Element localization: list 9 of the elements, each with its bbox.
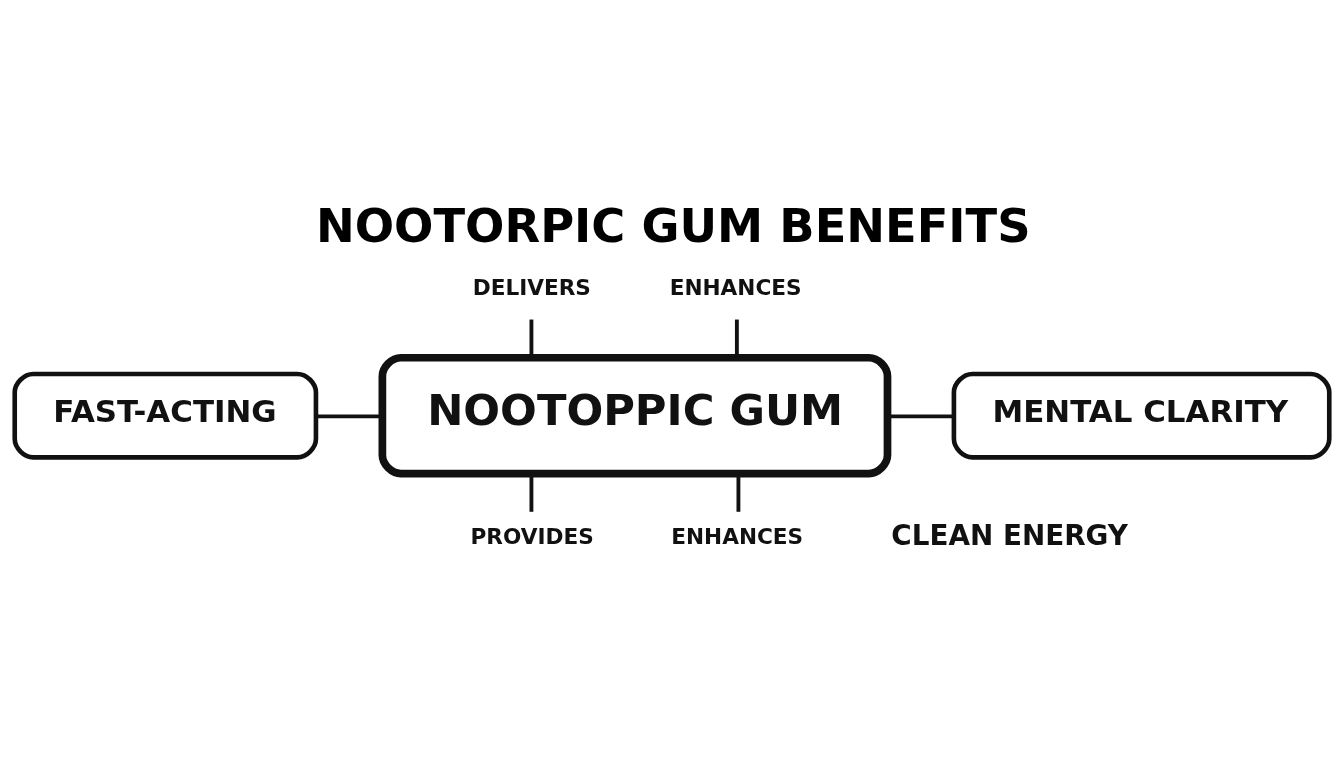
label: CLEAN ENERGY <box>891 519 1128 553</box>
node-text: ENHANCES <box>671 524 804 550</box>
node-text: DELIVERS <box>472 275 591 301</box>
diagram-title: NOOTORPIC GUM BENEFITS <box>315 198 1031 253</box>
node-text: ENHANCES <box>669 275 802 301</box>
node-box: NOOTOPPIC GUM <box>378 353 892 478</box>
node-text: PROVIDES <box>470 524 594 550</box>
node-box: FAST-ACTING <box>12 371 319 460</box>
node-box: MENTAL CLARITY <box>951 371 1332 460</box>
